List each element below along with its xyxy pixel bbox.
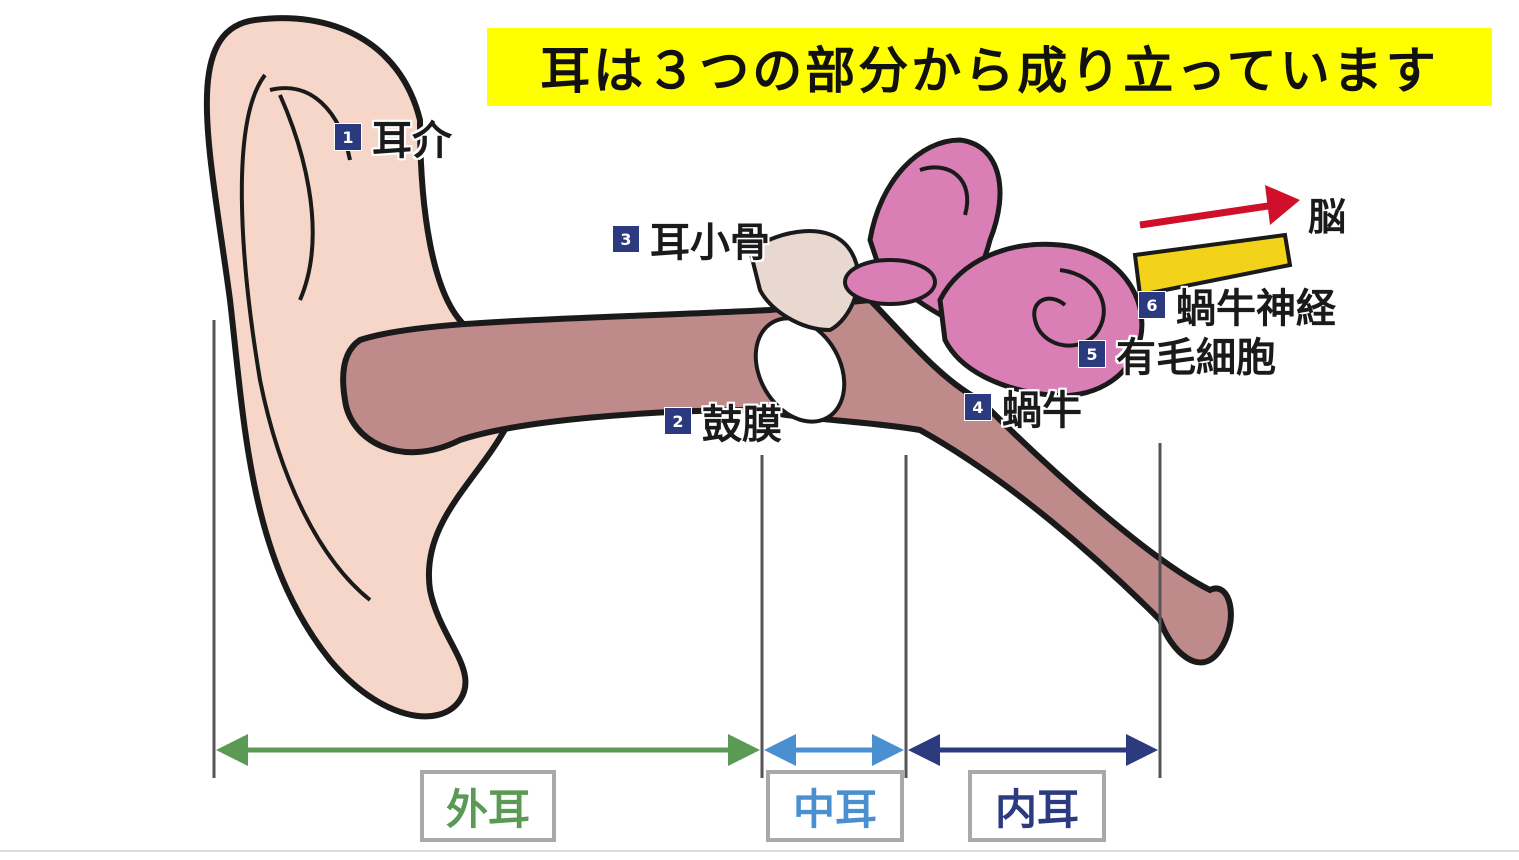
region-label: 中耳 xyxy=(792,784,877,834)
part-name: 蝸牛神経 xyxy=(1176,286,1336,332)
number-badge: 4 xyxy=(964,393,992,421)
number-badge: 1 xyxy=(334,123,362,151)
label-eardrum: 2 鼓膜 xyxy=(664,392,782,450)
inner-ear-arrow-left xyxy=(908,734,940,766)
region-label: 外耳 xyxy=(445,784,530,834)
region-middle-ear: 中耳 xyxy=(766,770,904,842)
number-badge: 5 xyxy=(1078,340,1106,368)
brain-arrow-line xyxy=(1139,201,1276,229)
pinna-fold-inner xyxy=(278,94,315,301)
brain-label: 脳 xyxy=(1308,195,1347,239)
number-badge: 6 xyxy=(1138,291,1166,319)
part-name: 有毛細胞 xyxy=(1116,335,1276,381)
middle-ear-arrow-left xyxy=(764,734,796,766)
inner-ear-arrow-right xyxy=(1126,734,1158,766)
label-pinna: 1 耳介 xyxy=(334,108,452,166)
outer-ear-arrow-left xyxy=(216,734,248,766)
label-ossicles: 3 耳小骨 xyxy=(612,210,770,268)
vestibule xyxy=(843,258,937,306)
brain-arrow-head xyxy=(1265,185,1300,225)
cochlear-nerve xyxy=(1132,232,1293,298)
pinna-fold xyxy=(239,73,372,602)
part-name: 鼓膜 xyxy=(702,402,782,448)
part-name: 耳介 xyxy=(372,118,452,164)
region-outer-ear: 外耳 xyxy=(420,770,556,842)
title-banner: 耳は３つの部分から成り立っています xyxy=(487,28,1492,106)
label-hair-cells: 5 有毛細胞 xyxy=(1078,325,1276,383)
part-name: 蝸牛 xyxy=(1002,388,1082,434)
canal-loop xyxy=(919,165,970,216)
number-badge: 2 xyxy=(664,407,692,435)
eardrum xyxy=(753,316,847,424)
number-badge: 3 xyxy=(612,225,640,253)
page-title: 耳は３つの部分から成り立っています xyxy=(540,42,1439,100)
label-cochlea: 4 蝸牛 xyxy=(964,378,1082,436)
part-name: 耳小骨 xyxy=(650,220,770,266)
bottom-divider xyxy=(0,850,1519,852)
label-cochlear-nerve: 6 蝸牛神経 xyxy=(1138,276,1336,334)
ear-canal xyxy=(340,296,1234,666)
cochlea-spiral xyxy=(1032,268,1106,348)
middle-ear-arrow-right xyxy=(872,734,904,766)
region-inner-ear: 内耳 xyxy=(968,770,1106,842)
outer-ear-arrow-right xyxy=(728,734,760,766)
region-label: 内耳 xyxy=(994,784,1079,834)
